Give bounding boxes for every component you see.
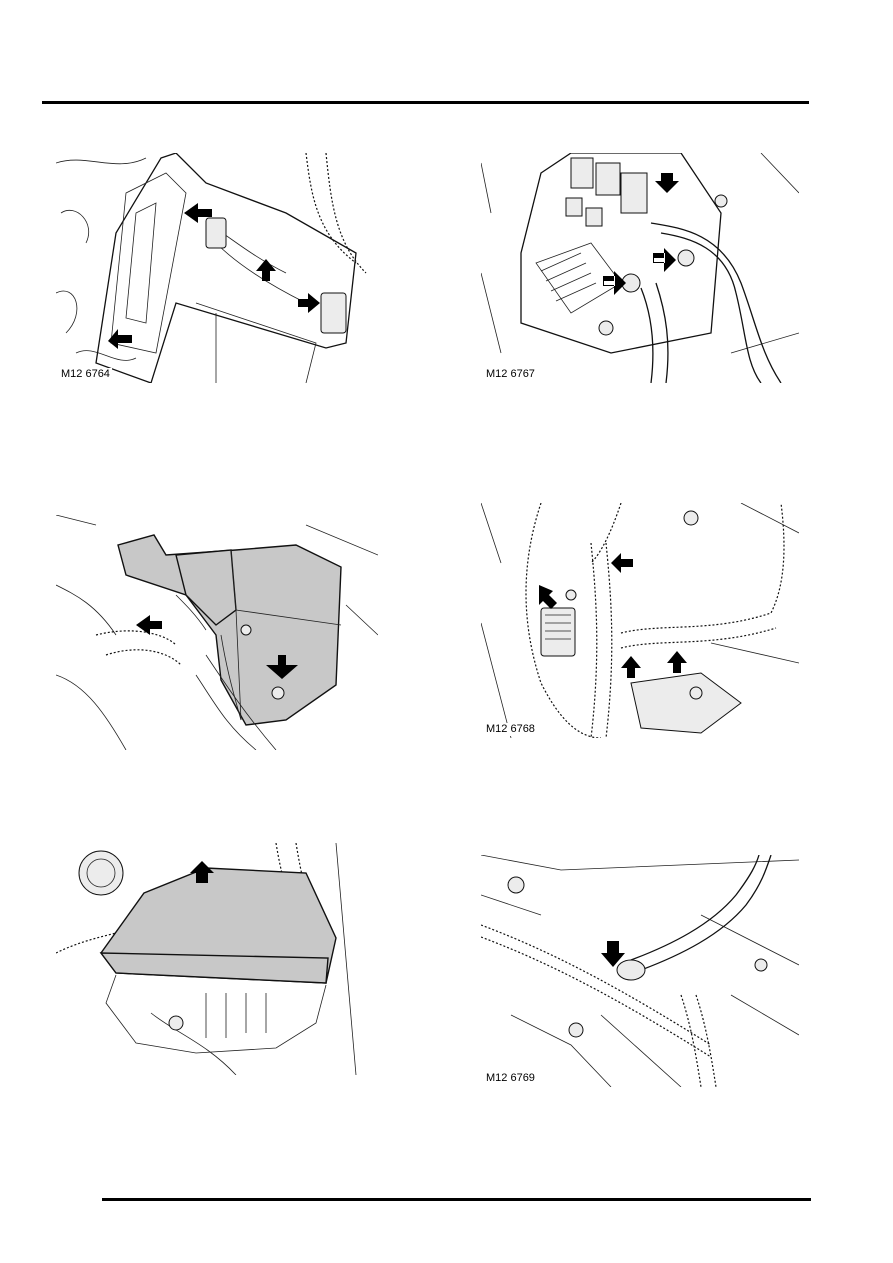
ground-cable-drawing (481, 855, 799, 1087)
illustration-fuse-box-cover (56, 843, 378, 1075)
header-rule (42, 101, 809, 104)
illustration-fuse-box-housing (56, 515, 378, 750)
illustration-relay-block: M12 6767 (481, 153, 799, 383)
illustration-ground-cable: M12 6769 (481, 855, 799, 1087)
fuse-box-tray-drawing (56, 153, 367, 383)
figure-label: M12 6767 (484, 368, 537, 381)
footer-rule (102, 1198, 811, 1201)
harness-connectors-drawing (481, 503, 799, 738)
illustration-harness-connectors: M12 6768 (481, 503, 799, 738)
illustration-fuse-box-tray: M12 6764 (56, 153, 378, 383)
figure-label: M12 6768 (484, 723, 537, 736)
figure-label: M12 6764 (59, 368, 112, 381)
fuse-box-cover-drawing (56, 843, 357, 1075)
fuse-box-housing-drawing (56, 515, 378, 750)
figure-label: M12 6769 (484, 1072, 537, 1085)
relay-block-drawing (481, 153, 799, 383)
